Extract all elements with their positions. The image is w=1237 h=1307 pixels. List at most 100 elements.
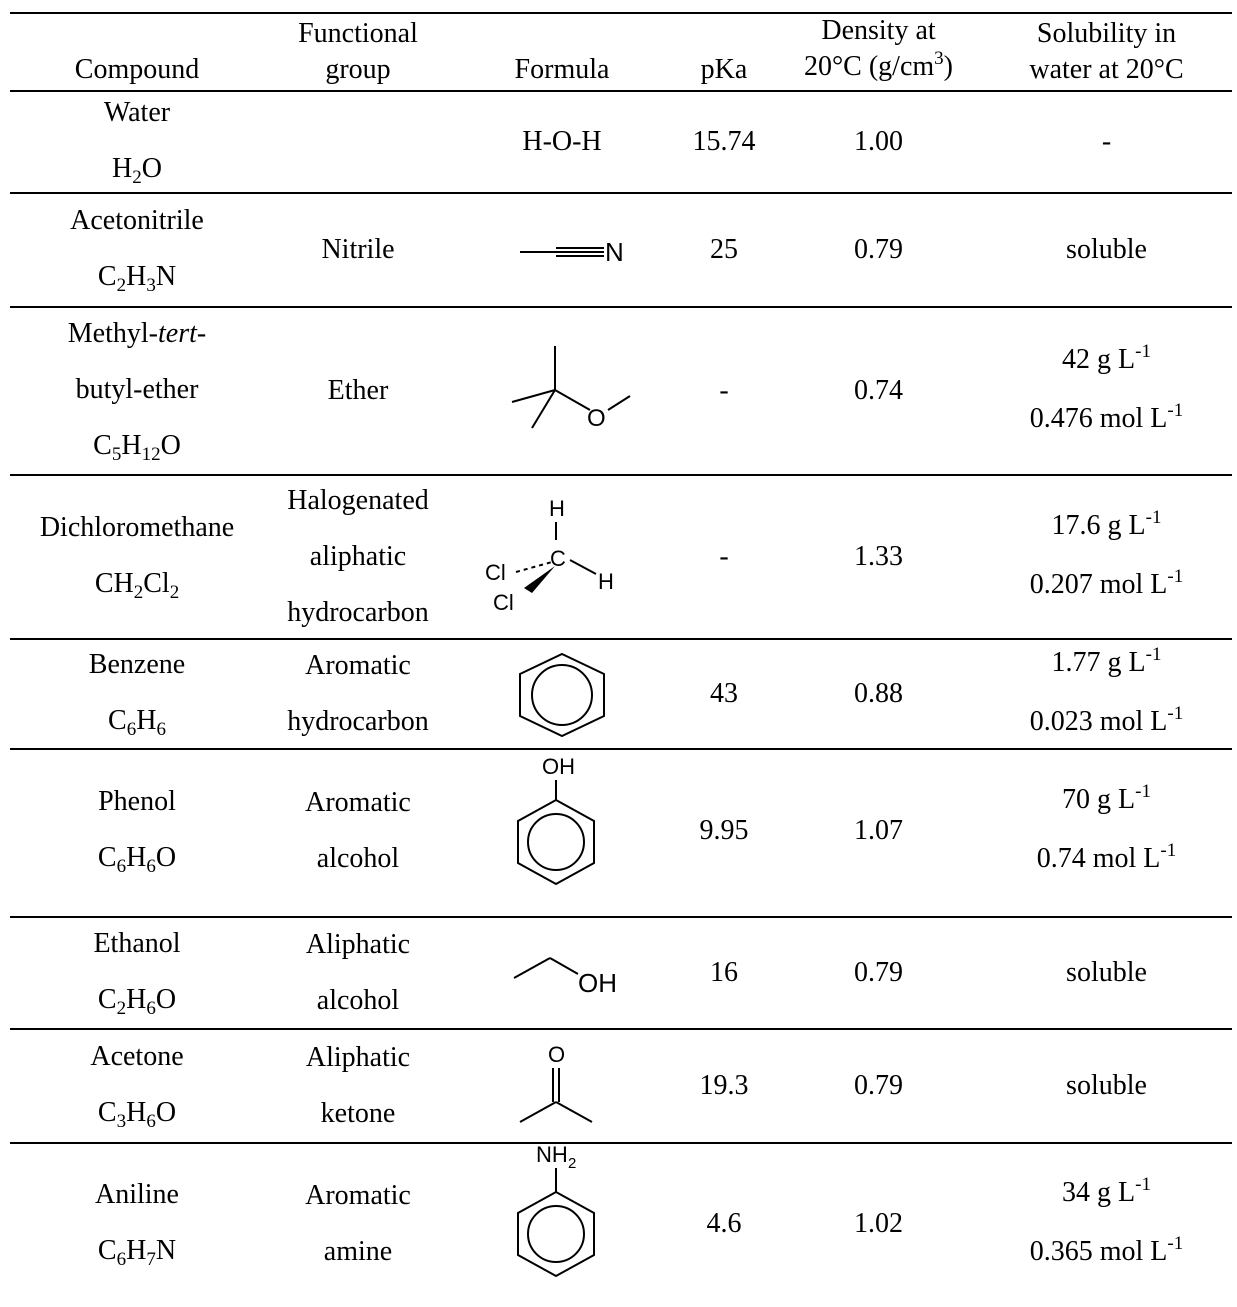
cell-text: N <box>155 260 177 292</box>
cell-text: C <box>108 704 127 736</box>
compound-cell: Phenol C6H6O <box>10 750 264 912</box>
row-rule <box>10 1028 1232 1030</box>
cell-text: Ether <box>327 375 389 406</box>
cell-text: C <box>93 429 112 461</box>
solubility-cell: 42 g L-1 0.476 mol L-1 <box>981 308 1232 474</box>
cell-text: 16 <box>710 957 738 988</box>
cell-text: C <box>550 546 566 571</box>
pka-cell: 43 <box>672 640 776 748</box>
pka-cell: 19.3 <box>672 1030 776 1142</box>
benzene-structure <box>452 640 672 748</box>
cell-text: 2 <box>116 997 127 1019</box>
cell-text: 6 <box>116 855 127 877</box>
cell-text: 2 <box>133 581 144 603</box>
cell-text: -1 <box>1145 644 1162 665</box>
compound-cell: Aniline C6H7N <box>10 1144 264 1304</box>
cell-text: 1.33 <box>854 541 903 572</box>
cell-text: O <box>587 405 606 432</box>
cell-text: water at 20°C <box>1029 54 1184 85</box>
cell-text: Dichloromethane <box>39 511 235 543</box>
solubility-cell: 70 g L-1 0.74 mol L-1 <box>981 750 1232 912</box>
cell-text: Halogenated <box>287 485 429 516</box>
mtbe-structure: O <box>452 308 672 474</box>
cell-text: Cl <box>493 590 514 615</box>
table-row: Water H2O H-O-H 15.74 1.00 - <box>10 92 1232 192</box>
cell-text: 0.79 <box>854 1070 903 1101</box>
header-solubility: Solubility in water at 20°C <box>981 14 1232 90</box>
cell-text: ) <box>943 51 953 82</box>
cell-text: pKa <box>700 54 748 85</box>
density-cell: 0.79 <box>776 194 981 306</box>
compound-cell: Water H2O <box>10 92 264 192</box>
functional-group-cell: Aromatic hydrocarbon <box>264 640 452 748</box>
table-top-rule <box>10 12 1232 14</box>
cell-text: 0.023 mol L <box>1029 706 1168 737</box>
cell-text: soluble <box>1066 957 1147 988</box>
row-rule <box>10 474 1232 476</box>
cell-text: C <box>97 1234 117 1266</box>
cell-text: 3 <box>116 1110 127 1132</box>
cell-text: H <box>598 569 614 594</box>
row-rule <box>10 916 1232 918</box>
cell-text: 1.77 g L <box>1051 647 1146 678</box>
cell-text: Density at <box>821 15 936 46</box>
functional-group-cell: Halogenated aliphatic hydrocarbon <box>264 476 452 638</box>
cell-text: 17.6 g L <box>1051 510 1146 541</box>
cell-text: Phenol <box>98 785 176 817</box>
table-row: Phenol C6H6O Aromatic alcohol OH 9.95 1.… <box>10 750 1232 912</box>
cell-text: -1 <box>1167 566 1184 587</box>
cell-text: group <box>325 54 391 85</box>
pka-cell: 25 <box>672 194 776 306</box>
cell-text: Methyl- <box>67 317 158 349</box>
cell-text: alcohol <box>316 843 400 874</box>
cell-text: Water <box>103 96 171 128</box>
cell-text: 6 <box>146 997 156 1019</box>
cell-text: Cl <box>485 560 506 585</box>
cell-text: 1.00 <box>854 126 903 157</box>
cell-text: hydrocarbon <box>287 706 429 737</box>
cell-text: 0.79 <box>854 957 903 988</box>
cell-text: C <box>97 260 117 292</box>
cell-text: 20°C (g/cm <box>803 51 935 82</box>
table-row: Ethanol C2H6O Aliphatic alcohol OH 16 0.… <box>10 918 1232 1028</box>
table-row: Acetone C3H6O Aliphatic ketone O 19.3 0.… <box>10 1030 1232 1142</box>
pka-cell: 16 <box>672 918 776 1028</box>
functional-group-cell: Aliphatic alcohol <box>264 918 452 1028</box>
cell-text: 5 <box>111 443 122 465</box>
cell-text: - <box>1101 126 1112 157</box>
cell-text: H <box>121 429 142 461</box>
cell-text: soluble <box>1066 234 1147 265</box>
cell-text: 0.74 mol L <box>1036 843 1161 874</box>
functional-group-cell: Aromatic alcohol <box>264 750 452 912</box>
cell-text: -1 <box>1135 341 1151 362</box>
pka-cell: 9.95 <box>672 750 776 912</box>
table-row: Benzene C6H6 Aromatic hydrocarbon 43 0.8… <box>10 640 1232 748</box>
cell-text: -1 <box>1135 781 1151 802</box>
compound-cell: Benzene C6H6 <box>10 640 264 748</box>
cell-text: C <box>97 841 117 873</box>
cell-text: NH <box>536 1144 568 1167</box>
solubility-cell: 17.6 g L-1 0.207 mol L-1 <box>981 476 1232 638</box>
cell-text: Functional <box>298 18 418 49</box>
cell-text: 4.6 <box>706 1208 742 1239</box>
cell-text: aliphatic <box>309 541 407 572</box>
density-cell: 0.74 <box>776 308 981 474</box>
cell-text: 15.74 <box>692 126 756 157</box>
solubility-cell: soluble <box>981 194 1232 306</box>
phenol-structure: OH <box>452 750 672 912</box>
table-row: Aniline C6H7N Aromatic amine NH 2 4.6 1.… <box>10 1144 1232 1304</box>
cell-text: 7 <box>146 1248 156 1270</box>
cell-text: -1 <box>1145 507 1162 528</box>
cell-text: C <box>97 983 117 1015</box>
cell-text: butyl-ether <box>75 373 199 405</box>
cell-text: 6 <box>116 1248 127 1270</box>
cell-text: O <box>160 429 181 461</box>
cell-text: Aniline <box>95 1178 179 1210</box>
cell-text: 19.3 <box>699 1070 749 1101</box>
cell-text: amine <box>323 1236 393 1267</box>
cell-text: 0.476 mol L <box>1029 403 1168 434</box>
ethanol-structure: OH <box>452 918 672 1028</box>
cell-text: O <box>548 1042 565 1067</box>
functional-group-cell: Nitrile <box>264 194 452 306</box>
cell-text: 0.207 mol L <box>1029 569 1168 600</box>
